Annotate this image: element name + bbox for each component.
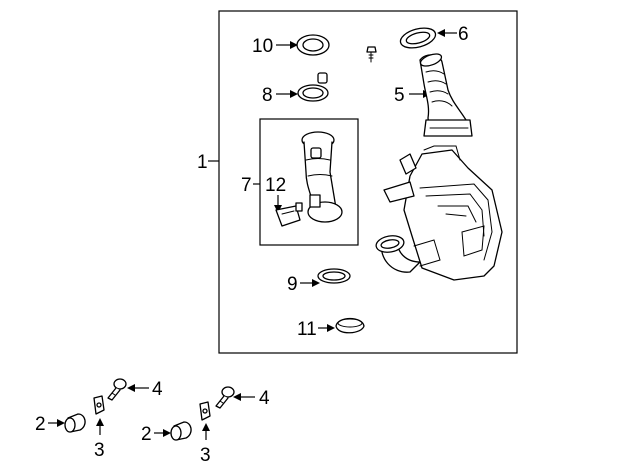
- clamp-part-8: [297, 72, 329, 102]
- air-cleaner-housing-part: [375, 145, 503, 281]
- clamp-part-top: [399, 27, 437, 49]
- arrow-8: [290, 90, 298, 98]
- arrow-2-left: [57, 419, 65, 427]
- callout-4-right[interactable]: 4: [259, 388, 270, 409]
- airflow-sensor-part: [275, 202, 303, 227]
- arrow-4-right: [233, 393, 241, 401]
- callout-10[interactable]: 10: [252, 36, 273, 57]
- callout-2-right[interactable]: 2: [141, 424, 152, 445]
- bolt-part-4-left: [107, 378, 127, 401]
- intake-duct-part: [419, 53, 473, 137]
- callout-5[interactable]: 5: [394, 85, 405, 106]
- arrow-3-right: [202, 423, 210, 431]
- callout-12[interactable]: 12: [265, 175, 286, 196]
- bracket-part-3-left: [93, 395, 105, 415]
- callout-4-left[interactable]: 4: [152, 379, 163, 400]
- callout-8[interactable]: 8: [262, 85, 273, 106]
- grommet-part-2-right: [170, 421, 192, 441]
- seal-ring-part: [296, 34, 330, 56]
- seal-part-9: [317, 268, 351, 284]
- callout-1[interactable]: 1: [197, 152, 208, 173]
- grommet-part-2-left: [64, 413, 86, 433]
- arrow-4-left: [127, 384, 135, 392]
- bolt-part-4-right: [215, 386, 235, 409]
- callout-9[interactable]: 9: [287, 274, 298, 295]
- callout-7[interactable]: 7: [241, 175, 252, 196]
- callout-3-left[interactable]: 3: [94, 440, 105, 461]
- callout-6[interactable]: 6: [458, 24, 469, 45]
- subassembly-frame: [259, 118, 359, 246]
- bracket-part-3-right: [199, 401, 211, 421]
- arrow-9: [312, 279, 320, 287]
- bolt-part: [366, 46, 377, 63]
- callout-3-right[interactable]: 3: [200, 445, 211, 466]
- gasket-part-11: [335, 317, 365, 334]
- callout-2-left[interactable]: 2: [35, 414, 46, 435]
- arrow-2-right: [163, 429, 171, 437]
- arrow-6: [437, 29, 445, 37]
- callout-11[interactable]: 11: [297, 319, 317, 340]
- arrow-3-left: [96, 418, 104, 426]
- mass-airflow-duct-part: [301, 131, 343, 223]
- arrow-10: [290, 41, 298, 49]
- arrow-11: [327, 324, 335, 332]
- assembly-frame: [218, 10, 518, 354]
